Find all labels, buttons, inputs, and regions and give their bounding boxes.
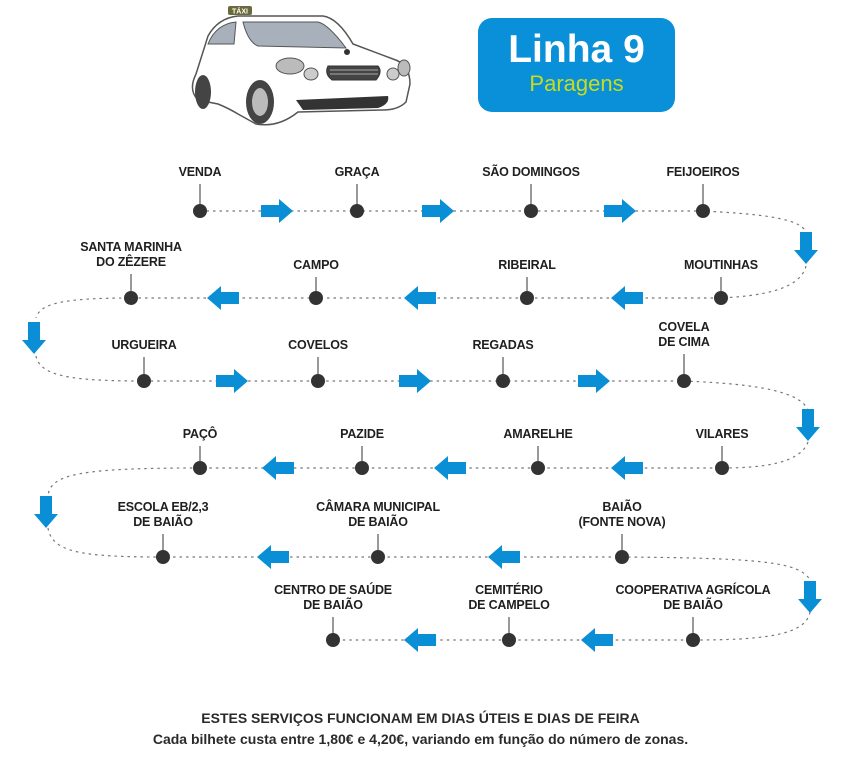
stop-dot bbox=[715, 461, 729, 475]
stop-markers bbox=[124, 184, 729, 647]
route-segment bbox=[200, 210, 807, 233]
arrow-left-icon bbox=[404, 286, 436, 310]
stop-dot bbox=[311, 374, 325, 388]
line-subtitle: Paragens bbox=[529, 71, 624, 96]
taxi-sign-text: TÁXI bbox=[232, 7, 248, 16]
stop-dot bbox=[677, 374, 691, 388]
stop-label: REGADAS bbox=[472, 338, 534, 352]
stop-dot bbox=[371, 550, 385, 564]
arrow-right-icon bbox=[604, 199, 636, 223]
arrow-right-icon bbox=[261, 199, 293, 223]
price-note: Cada bilhete custa entre 1,80€ e 4,20€, … bbox=[152, 731, 689, 747]
stop-label: GRAÇA bbox=[334, 165, 380, 179]
route-segment bbox=[47, 441, 809, 497]
stop-label: CÂMARA MUNICIPAL DE BAIÃO bbox=[316, 500, 440, 529]
stop-dot bbox=[355, 461, 369, 475]
arrow-down-icon bbox=[794, 232, 818, 264]
arrow-left-icon bbox=[404, 628, 436, 652]
stop-dot bbox=[350, 204, 364, 218]
stop-label: COVELOS bbox=[288, 338, 348, 352]
stop-dot bbox=[696, 204, 710, 218]
stop-label: CAMPO bbox=[293, 258, 339, 272]
stop-label: ESCOLA EB/2,3 DE BAIÃO bbox=[117, 500, 209, 529]
stop-dot bbox=[156, 550, 170, 564]
stop-label: COOPERATIVA AGRÍCOLA DE BAIÃO bbox=[615, 583, 771, 612]
arrow-right-icon bbox=[216, 369, 248, 393]
arrow-left-icon bbox=[262, 456, 294, 480]
arrow-down-icon bbox=[22, 322, 46, 354]
stop-dot bbox=[502, 633, 516, 647]
arrow-down-icon bbox=[34, 496, 58, 528]
arrow-left-icon bbox=[434, 456, 466, 480]
route-segment bbox=[333, 611, 811, 641]
arrow-right-icon bbox=[422, 199, 454, 223]
arrow-left-icon bbox=[488, 545, 520, 569]
stop-label: AMARELHE bbox=[503, 427, 573, 441]
stop-label: SANTA MARINHA DO ZÊZERE bbox=[80, 240, 182, 269]
arrow-left-icon bbox=[611, 286, 643, 310]
stop-dot bbox=[615, 550, 629, 564]
arrow-left-icon bbox=[257, 545, 289, 569]
line-title-box: Linha 9 Paragens bbox=[478, 18, 675, 112]
arrow-left-icon bbox=[611, 456, 643, 480]
stop-label: URGUEIRA bbox=[111, 338, 177, 352]
stop-label: VENDA bbox=[178, 165, 222, 179]
stop-dot bbox=[714, 291, 728, 305]
direction-arrows bbox=[22, 199, 822, 652]
stop-label: COVELA DE CIMA bbox=[658, 320, 710, 349]
stop-dot bbox=[193, 461, 207, 475]
arrow-left-icon bbox=[207, 286, 239, 310]
stop-dot bbox=[524, 204, 538, 218]
taxi-roof-sign bbox=[228, 6, 252, 15]
arrow-right-icon bbox=[578, 369, 610, 393]
stop-dot bbox=[496, 374, 510, 388]
route-segment bbox=[35, 355, 809, 411]
stop-label: SÃO DOMINGOS bbox=[482, 165, 580, 179]
stop-dot bbox=[193, 204, 207, 218]
stop-label: MOUTINHAS bbox=[684, 258, 758, 272]
stop-dot bbox=[124, 291, 138, 305]
taxi-illustration: TÁXI bbox=[191, 6, 411, 126]
stop-label: PAÇÔ bbox=[182, 427, 218, 441]
stop-label: FEIJOEIROS bbox=[666, 165, 740, 179]
stop-dot bbox=[309, 291, 323, 305]
taxi-icon: TÁXI bbox=[191, 6, 411, 126]
stop-dot bbox=[326, 633, 340, 647]
stop-label: CENTRO DE SAÚDE DE BAIÃO bbox=[274, 583, 392, 612]
stop-label: CEMITÉRIO DE CAMPELO bbox=[468, 583, 550, 612]
stop-dot bbox=[686, 633, 700, 647]
route-path bbox=[35, 210, 811, 641]
arrow-down-icon bbox=[796, 409, 820, 441]
line-title: Linha 9 bbox=[508, 28, 645, 71]
arrow-left-icon bbox=[581, 628, 613, 652]
stop-label: BAIÃO (FONTE NOVA) bbox=[578, 500, 666, 529]
stop-dot bbox=[531, 461, 545, 475]
schedule-note: ESTES SERVIÇOS FUNCIONAM EM DIAS ÚTEIS E… bbox=[201, 710, 640, 726]
arrow-right-icon bbox=[399, 369, 431, 393]
stop-label: RIBEIRAL bbox=[498, 258, 556, 272]
stop-label: VILARES bbox=[695, 427, 749, 441]
stop-dot bbox=[137, 374, 151, 388]
stop-dot bbox=[520, 291, 534, 305]
stop-label: PAZIDE bbox=[340, 427, 384, 441]
arrow-down-icon bbox=[798, 581, 822, 613]
